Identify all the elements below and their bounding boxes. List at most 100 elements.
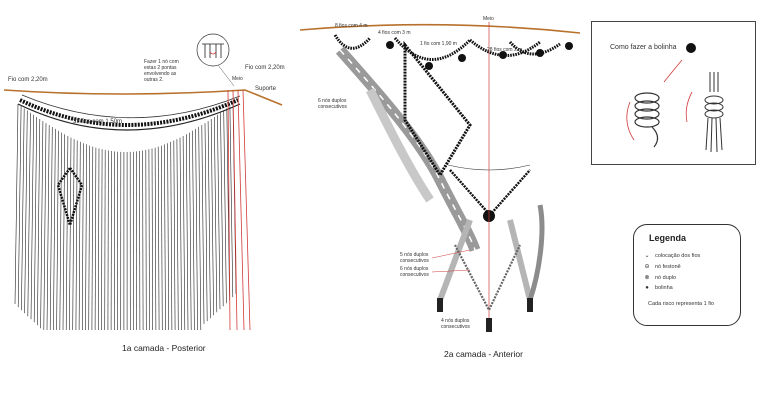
bolinha-title: Como fazer a bolinha [610,44,677,51]
fringe-strand [229,106,234,298]
fringe-strand [210,118,214,316]
bolinha-curve-arrow-icon [626,101,635,141]
layer1-knot-band-edge [17,103,241,131]
fringe-strand [195,128,198,331]
layer1-support [3,89,283,106]
layer2-top-dots [386,41,573,70]
legend-item: ⌄ colocação dos fios [642,252,701,260]
fringe-strand [164,144,166,331]
fringe-strand [220,112,224,307]
bolinha-coil-right [704,72,724,153]
fringe-strand [223,110,227,304]
fringe-strand [62,134,65,331]
layer2-label-28fios: 28 fios com 2 m [487,47,522,53]
legend-item-label: nó festonê [655,263,681,270]
fringe-strand [82,143,84,331]
layer1-group: Fio com 2,20m Fio com 2,20m 33 fios com … [3,33,285,353]
legend-title: Legenda [649,233,687,243]
layer2-left-braid-2 [365,87,434,203]
fringe-strand [207,121,211,319]
layer2-lower-strands [437,204,545,313]
layer2-label-6nos-mid-1: 6 nós duplos [400,266,429,272]
layer1-label-meio: Meio [232,76,243,82]
legend-box: Legenda ⌄ colocação dos fios ⊖ nó feston… [633,224,741,326]
layer1-callout-line-3: envolvendo as [144,71,177,77]
layer1-diamond [56,165,84,230]
fringe-strand [30,114,34,320]
layer2-pointer-5nos [431,249,471,259]
fringe-strand [182,135,186,331]
fringe-strand [85,144,87,331]
layer2-center-diamond [403,40,472,178]
fringe-strand [56,130,59,331]
layer2-caption: 2a camada - Anterior [444,349,523,359]
layer1-callout-knot [209,51,217,55]
fringe-strand [154,147,157,331]
layer2-tassels [437,298,533,332]
fringe-strand [24,110,28,314]
fringe-strand [37,118,41,326]
legend-item: ● bolinha [642,285,673,291]
layer2-label-4nos-2: consecutivos [441,324,470,330]
bolinha-up-arrow-icon [685,91,693,123]
layer1-callout-line-4: outras 2. [144,77,163,83]
legend-item-label: colocação dos fios [655,252,701,259]
layer1-label-fio-left: Fio com 2,20m [8,77,48,83]
bolinha-arrow-icon [663,59,683,83]
fringe-strand [40,121,44,329]
layer2-label-4nos-1: 4 nós duplos [441,318,470,324]
layer2-label-meio: Meio [483,16,494,22]
feston-knot-icon: ⊖ [644,264,650,270]
fringe-strand [186,134,189,331]
fringe-strand [75,140,78,331]
fringe-strand [176,139,179,331]
layer2-top-scallops [333,34,561,61]
fringe-strand [161,145,163,331]
layer2-label-6nos-top-2: consecutivos [318,104,347,110]
layer1-callout-circle [196,33,230,67]
fringe-strand [78,141,81,331]
fringe-strand [91,146,94,331]
layer1-arc [21,94,241,119]
fringe-strand [17,106,22,308]
fringe-strand [72,139,75,331]
layer1-fringe [14,103,237,331]
bolinha-illustration [626,43,724,153]
bolinha-icon: ● [645,285,649,291]
layer2-pointer-6nos [431,269,471,273]
fringe-strand [65,135,69,331]
layer1-callout-line-1: Fazer 1 nó com [144,59,179,65]
fringe-strand [104,149,106,331]
fringe-strand [88,145,90,331]
fringe-strand [94,147,97,331]
fringe-strand [69,137,72,331]
fringe-strand [214,116,218,313]
fringe-strand [145,149,147,331]
fringe-strand [179,137,182,331]
fringe-strand [49,126,53,331]
legend-item: ⊗ nó duplo [642,274,676,282]
fringe-strand [14,103,19,305]
layer1-label-suporte: Suporte [255,86,277,92]
layer2-label-4fios: 4 fios com 3 m [378,30,411,36]
fringe-strand [151,148,153,331]
fringe-strand [189,132,192,331]
layer2-group: 8 fios com 4 m 4 fios com 3 m 1 fio com … [299,16,581,359]
layer2-label-1fio: 1 fio com 1,90 m [420,41,457,47]
layer1-label-fio-right: Fio com 2,20m [245,65,285,71]
fringe-strand [107,150,109,331]
fringe-strand [98,148,100,331]
fringe-strand [142,150,144,331]
fringe-strand [59,132,62,331]
fringe-strand [173,140,176,331]
bolinha-coil-left [634,92,660,148]
layer1-callout-pointer [217,64,235,87]
layer1-callout-line-2: estas 2 pontas [144,65,177,71]
legend-item: ⊖ nó festonê [642,263,681,271]
layer2-label-5nos-2: consecutivos [400,258,429,264]
fio-placement-icon: ⌄ [644,253,650,259]
fringe-strand [192,130,195,331]
layer1-callout-detail [202,43,224,58]
fringe-strand [201,125,205,324]
